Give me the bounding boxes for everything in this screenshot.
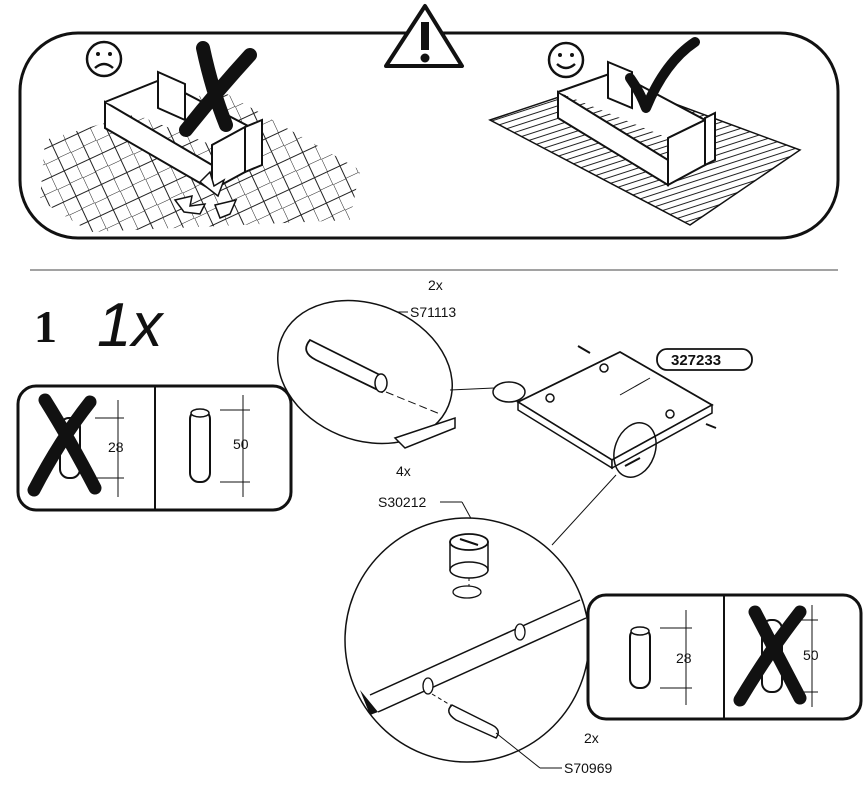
warning-triangle-icon [384,4,464,68]
wrong-mark-icon [179,41,257,137]
dowel-length-box-left: 28 50 [16,384,293,512]
correct-soft-floor-illustration [488,60,802,226]
step-number: 1 [34,301,57,352]
cam-detail-callout [344,517,590,763]
step-quantity: 1x [97,291,164,360]
dim-label-wrong-left: 28 [108,439,124,455]
short-dowel-icon: 28 [629,610,692,705]
cam-code: S30212 [378,494,426,510]
wrong-hard-floor-illustration [40,70,360,232]
dowel-bottom-qty: 2x [584,730,599,746]
dowel-top-detail-callout [277,299,456,449]
dim-label-wrong-right: 50 [803,647,819,663]
dowel-top-code: S71113 [410,304,456,320]
dim-label-right-left: 50 [233,436,249,452]
main-panel-illustration [516,345,717,470]
dim-label-right-right: 28 [676,650,692,666]
sad-face-icon [85,40,123,78]
happy-face-icon [547,41,585,79]
wrong-mark-icon [733,605,807,707]
main-panel-code: 327233 [671,352,721,369]
dowel-bottom-code: S70969 [564,760,612,776]
dowel-top-qty: 2x [428,277,443,293]
warning-panel [18,4,840,240]
correct-check-icon [625,37,700,113]
cam-qty: 4x [396,463,411,479]
wrong-mark-icon [27,393,102,497]
long-dowel-icon: 50 [189,395,250,497]
dowel-length-box-right: 28 50 [586,593,863,721]
